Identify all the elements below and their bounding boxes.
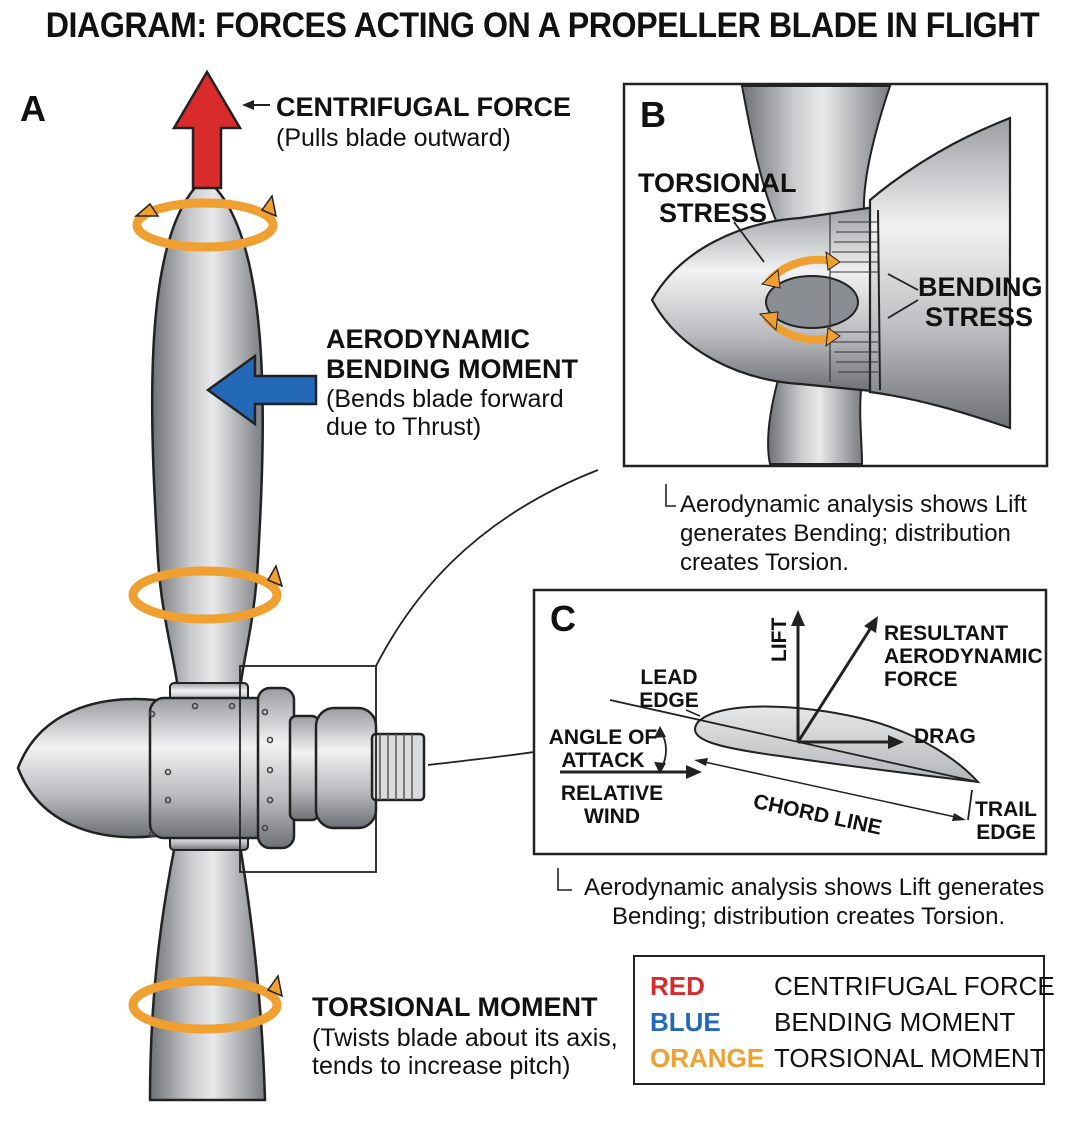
panel-c-artwork [560, 610, 981, 821]
lead-edge-label-1: LEAD [640, 666, 698, 689]
relative-wind-label-1: RELATIVE [560, 782, 664, 805]
panel-b-caption-2: generates Bending; distribution [680, 520, 1011, 547]
centrifugal-arrow [171, 69, 243, 190]
resultant-label-2: AERODYNAMIC [884, 645, 1043, 668]
lower-blade [148, 843, 267, 1102]
panel-b-caption-3: creates Torsion. [680, 549, 849, 576]
panel-b-letter: B [640, 94, 666, 135]
centrifugal-force-desc: (Pulls blade outward) [276, 124, 511, 152]
bending-arrow [205, 353, 318, 427]
bending-stress-label-1: BENDING [918, 272, 1043, 302]
legend-key-orange: ORANGE [650, 1043, 765, 1073]
torsion-ring-mid [128, 566, 282, 624]
angle-of-attack-label-2: ATTACK [561, 749, 645, 772]
angle-of-attack-label-1: ANGLE OF [548, 726, 658, 749]
bending-moment-desc-2: due to Thrust) [326, 413, 482, 441]
bending-moment-title-2: BENDING MOMENT [326, 354, 578, 384]
legend-value-red: CENTRIFUGAL FORCE [774, 971, 1055, 1001]
legend-key-blue: BLUE [650, 1007, 721, 1037]
page-title: DIAGRAM: FORCES ACTING ON A PROPELLER BL… [45, 6, 1040, 45]
panel-b-artwork [650, 85, 1012, 465]
bending-moment-desc-1: (Bends blade forward [326, 385, 564, 413]
torsion-ring-top [132, 198, 278, 252]
panel-c-letter: C [550, 598, 576, 639]
panel-c-caption-1: Aerodynamic analysis shows Lift generate… [584, 874, 1045, 901]
centrifugal-force-label: CENTRIFUGAL FORCE [276, 92, 571, 122]
relative-wind-label-2: WIND [584, 805, 640, 828]
legend-value-orange: TORSIONAL MOMENT [774, 1043, 1046, 1073]
resultant-label-1: RESULTANT [884, 622, 1009, 645]
torsional-moment-title: TORSIONAL MOMENT [312, 992, 598, 1022]
torsional-moment-desc-2: tends to increase pitch) [312, 1052, 571, 1080]
drag-label: DRAG [914, 725, 976, 748]
lead-edge-label-2: EDGE [639, 689, 699, 712]
bending-stress-label-2: STRESS [924, 302, 1034, 332]
legend-key-red: RED [650, 971, 705, 1001]
trail-edge-label-2: EDGE [976, 821, 1036, 844]
legend-value-blue: BENDING MOMENT [774, 1007, 1016, 1037]
spinner [16, 697, 157, 839]
torsion-ring-bottom [128, 976, 282, 1034]
torsional-stress-label-1: TORSIONAL [638, 168, 797, 198]
panel-a-letter: A [20, 88, 46, 129]
resultant-label-3: FORCE [884, 668, 958, 691]
lift-label: LIFT [768, 617, 791, 662]
panel-c-caption-2: Bending; distribution creates Torsion. [612, 903, 1006, 930]
panel-b-caption-1: Aerodynamic analysis shows Lift [680, 491, 1027, 518]
bending-moment-title-1: AERODYNAMIC [326, 324, 531, 354]
torsional-stress-label-2: STRESS [658, 198, 768, 228]
trail-edge-label-1: TRAIL [975, 798, 1037, 821]
torsional-moment-desc-1: (Twists blade about its axis, [312, 1024, 618, 1052]
legend: RED CENTRIFUGAL FORCE BLUE BENDING MOMEN… [633, 955, 1055, 1085]
